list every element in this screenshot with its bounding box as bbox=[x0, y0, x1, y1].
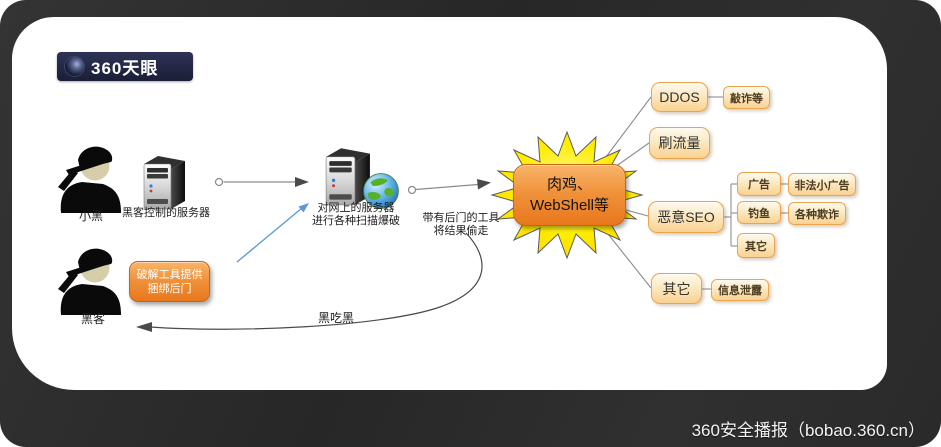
person-silhouette-icon bbox=[58, 248, 121, 315]
steal-results-label-line1: 带有后门的工具 bbox=[422, 212, 500, 224]
actor-heike-label: 黑客 bbox=[80, 312, 106, 326]
hacker-server-icon bbox=[143, 156, 185, 210]
branch-node-malicious-seo: 恶意SEO bbox=[648, 201, 724, 233]
branch-node-other: 其它 bbox=[651, 273, 702, 304]
crack-tool-line2: 捆绑后门 bbox=[147, 282, 192, 295]
hacker-server-label: 黑客控制的服务器 bbox=[122, 207, 210, 219]
scan-server-label-line2: 进行各种扫描爆破 bbox=[312, 214, 400, 227]
leaf-node-phishing: 钓鱼 bbox=[737, 201, 781, 224]
footer-credit-text: 360安全播报（bobao.360.cn） bbox=[691, 421, 925, 440]
botnet-webshell-node: 肉鸡、 WebShell等 bbox=[513, 164, 626, 226]
leaf-node-info-leak: 信息泄露 bbox=[711, 279, 769, 301]
leaf-node-blackmail: 敲诈等 bbox=[723, 86, 770, 109]
crack-tool-box: 破解工具提供 捆绑后门 bbox=[129, 261, 210, 302]
crack-tool-line1: 破解工具提供 bbox=[136, 268, 203, 281]
actor-xiaohei-label: 小黑 bbox=[78, 209, 104, 223]
logo-text: 360天眼 bbox=[91, 59, 159, 78]
scan-server-label-line1: 对网上的服务器 bbox=[317, 202, 395, 214]
leaf-node-ads: 广告 bbox=[737, 172, 781, 196]
radar-icon bbox=[64, 56, 85, 77]
globe-icon bbox=[363, 173, 399, 209]
leaf-node-illegal-ads: 非法小广告 bbox=[788, 173, 856, 196]
leaf-node-seo-other: 其它 bbox=[737, 233, 775, 258]
scan-server-icon bbox=[325, 148, 370, 206]
branch-node-traffic-fraud: 刷流量 bbox=[649, 127, 710, 159]
botnet-node-line1: 肉鸡、 bbox=[546, 176, 592, 193]
logo-360-skyeye: 360天眼 bbox=[57, 52, 193, 81]
black-eats-black-label: 黑吃黑 bbox=[317, 311, 355, 325]
leaf-node-fraud: 各种欺诈 bbox=[788, 202, 846, 225]
steal-results-label-line2: 将结果偷走 bbox=[433, 224, 489, 237]
scan-server-label: 对网上的服务器 进行各种扫描爆破 bbox=[312, 202, 400, 227]
person-silhouette-icon bbox=[58, 146, 121, 213]
branch-node-ddos: DDOS bbox=[651, 82, 708, 112]
botnet-node-line2: WebShell等 bbox=[530, 197, 609, 214]
steal-results-label: 带有后门的工具 将结果偷走 bbox=[423, 212, 500, 237]
